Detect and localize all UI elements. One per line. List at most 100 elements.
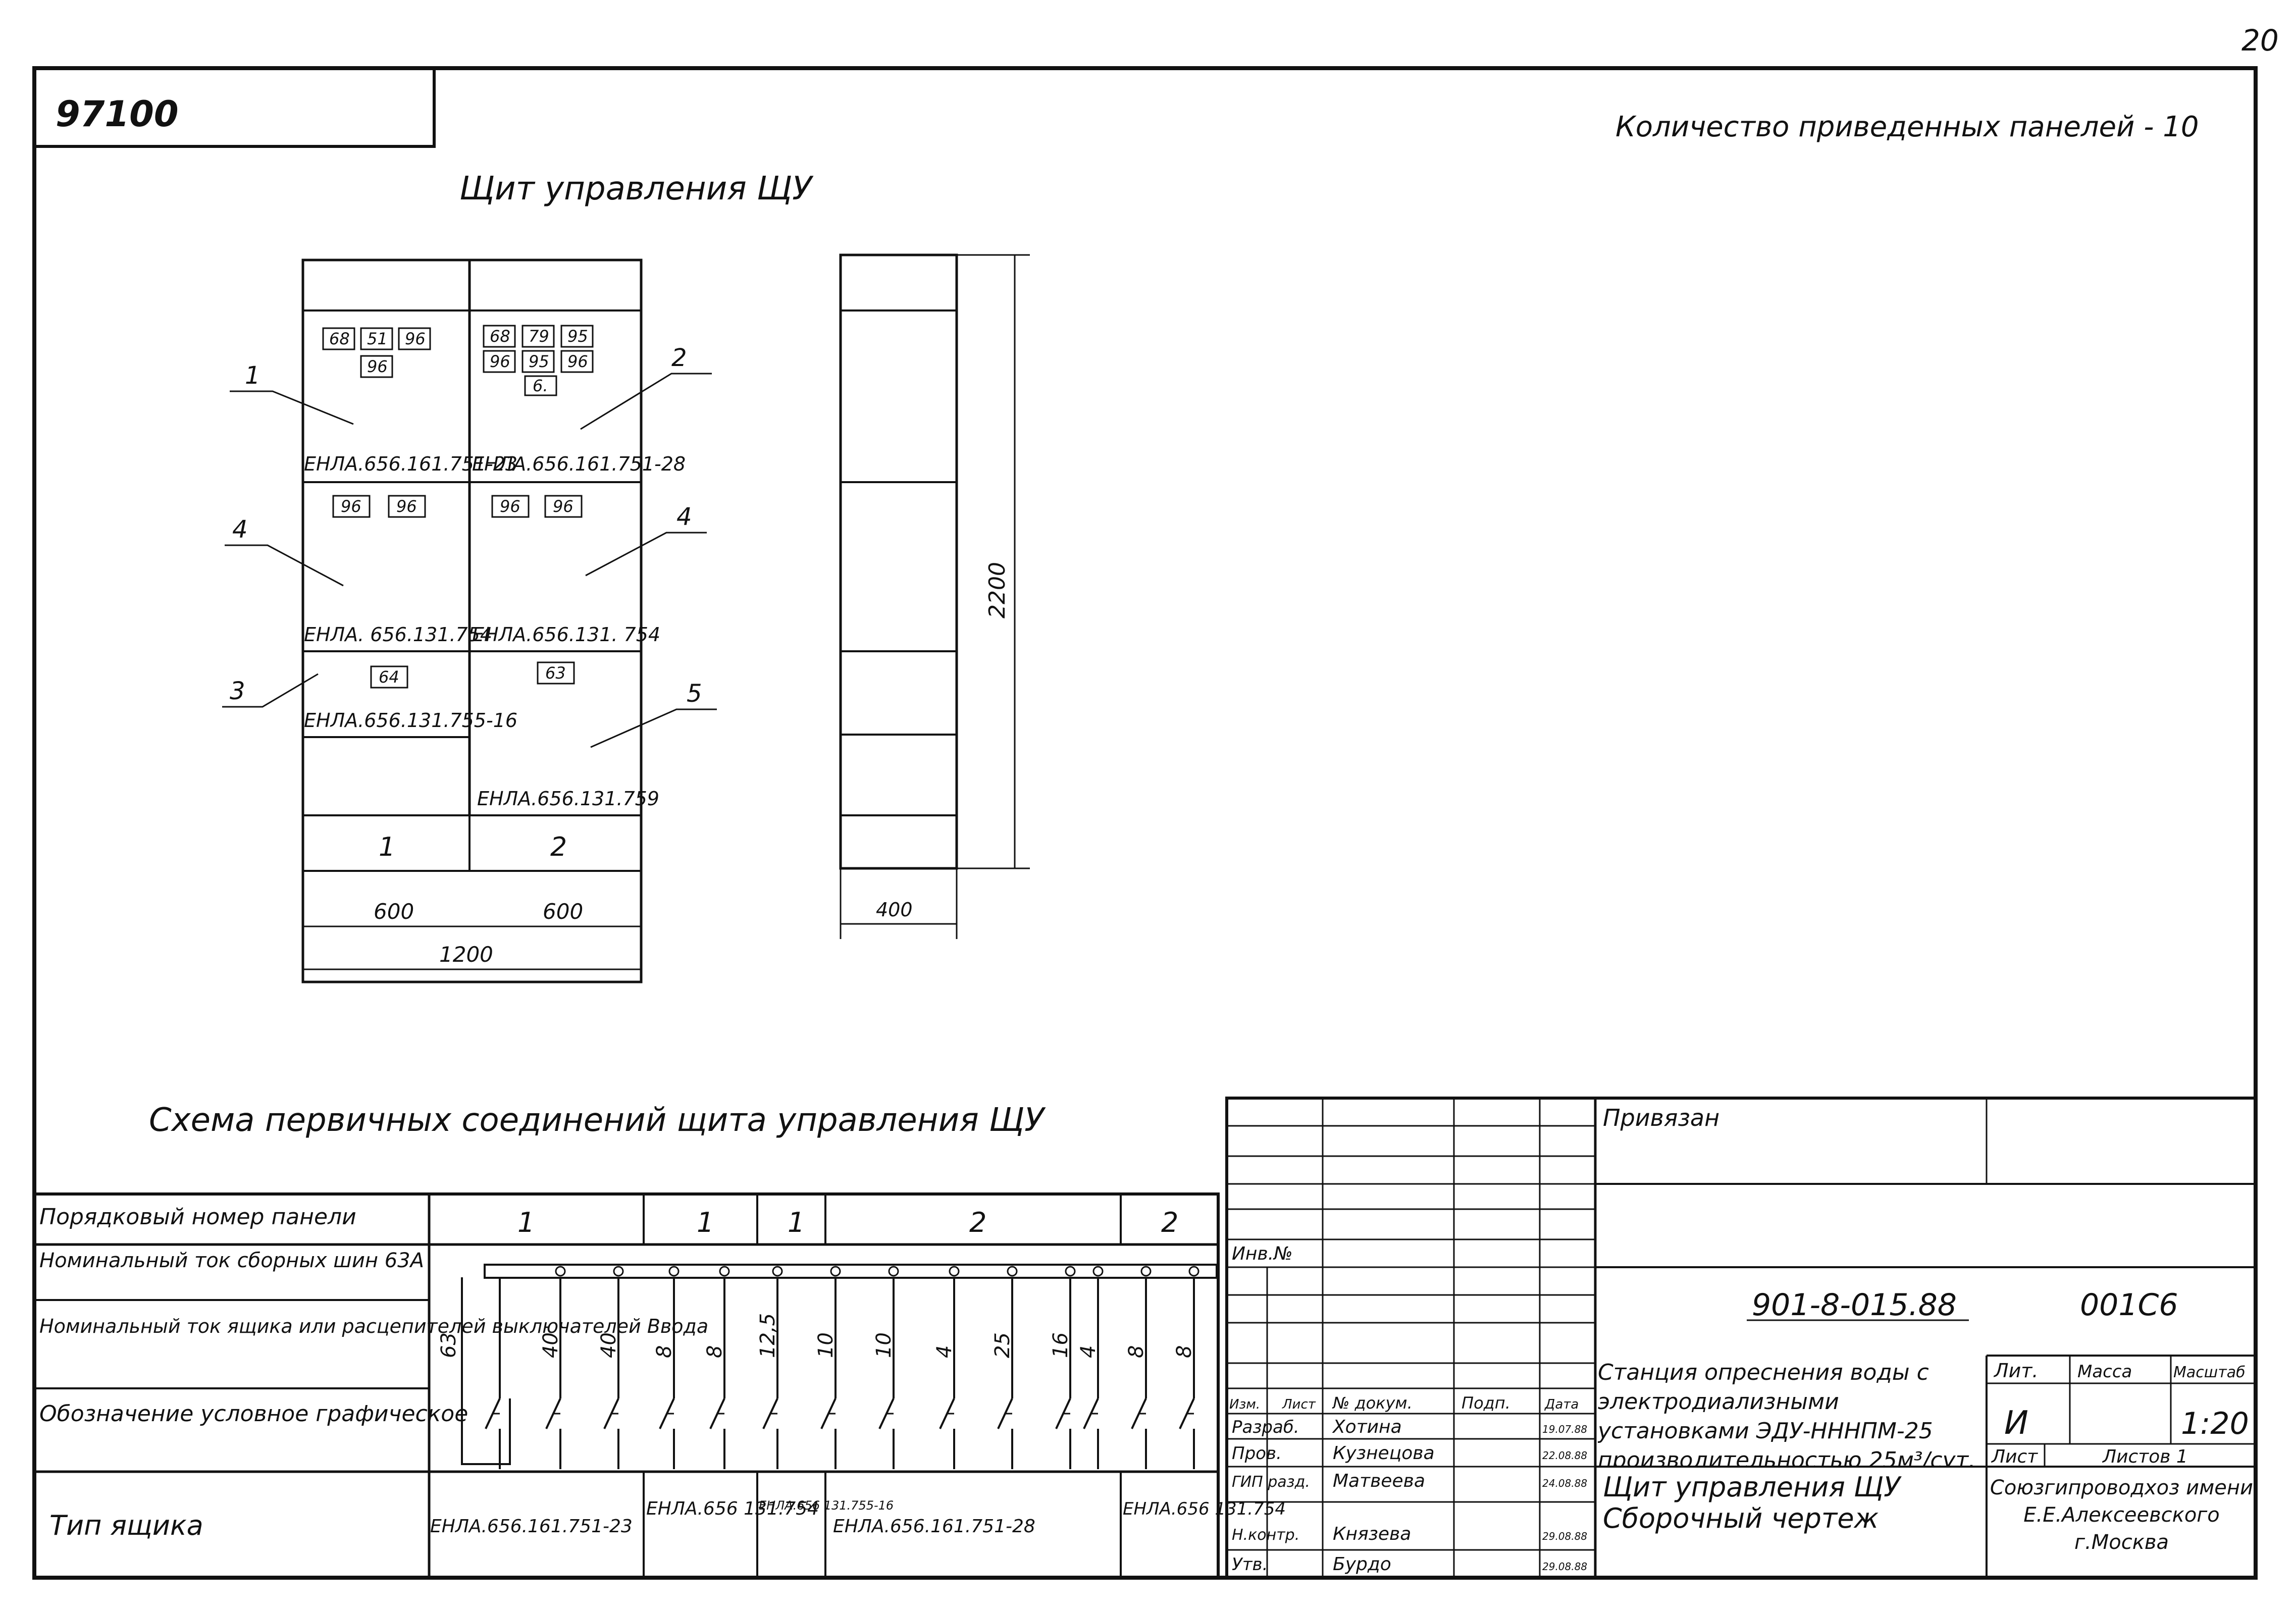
feeder-current-label: 63 [437, 1332, 460, 1358]
organization: Союзгипроводхоз имени Е.Е.Алексеевского … [1990, 1476, 2254, 1554]
svg-text:Хотина: Хотина [1332, 1417, 1402, 1437]
svg-text:Матвеева: Матвеева [1333, 1471, 1425, 1491]
svg-text:96: 96 [396, 497, 417, 516]
title-block [1225, 1097, 2257, 1579]
svg-text:96: 96 [553, 497, 573, 516]
inv-no-label: Инв.№ [1232, 1243, 1293, 1264]
svg-text:96: 96 [500, 497, 520, 516]
panel-count-note: Количество приведенных панелей - 10 [1615, 111, 2199, 143]
svg-text:ЕНЛА.656 131.755-16: ЕНЛА.656 131.755-16 [759, 1498, 894, 1513]
svg-text:600: 600 [374, 899, 414, 924]
svg-text:64: 64 [379, 667, 399, 687]
svg-text:Порядковый номер панели: Порядковый номер панели [39, 1204, 356, 1230]
svg-text:1:20: 1:20 [2181, 1406, 2249, 1441]
svg-text:5: 5 [687, 680, 702, 708]
svg-text:Обозначение условное графическ: Обозначение условное графическое [39, 1401, 468, 1427]
svg-text:Лист: Лист [1991, 1446, 2038, 1467]
feeder-current-label: 10 [872, 1332, 896, 1358]
svg-text:51: 51 [367, 329, 388, 348]
attached-label: Привязан [1603, 1104, 1719, 1131]
front-view [222, 258, 717, 983]
svg-text:Масса: Масса [2077, 1362, 2132, 1382]
side-height-dim: 2200 [984, 562, 1010, 618]
svg-text:Пров.: Пров. [1232, 1443, 1282, 1464]
svg-text:22.08.88: 22.08.88 [1542, 1449, 1587, 1462]
svg-text:И: И [2004, 1405, 2028, 1442]
feeder-current-label: 16 [1049, 1332, 1072, 1358]
svg-text:Бурдо: Бурдо [1333, 1554, 1391, 1575]
svg-text:96: 96 [567, 352, 588, 371]
doc-code: 901-8-015.88 [1752, 1287, 1957, 1323]
svg-text:Кузнецова: Кузнецова [1333, 1443, 1435, 1464]
sheet-code: 001С6 [2080, 1287, 2178, 1323]
page-number: 20 [2241, 23, 2279, 58]
side-depth-dim: 400 [876, 899, 913, 921]
svg-text:Изм.: Изм. [1229, 1397, 1260, 1412]
title-block-text: Привязан Инв.№ 901-8-015.88 001С6 Изм. Л… [1229, 1104, 2254, 1575]
archive-code: 97100 [56, 93, 179, 135]
svg-text:ЕНЛА.656.161.751-28: ЕНЛА.656.161.751-28 [833, 1516, 1035, 1537]
svg-text:1: 1 [379, 832, 395, 862]
svg-text:1: 1 [697, 1207, 714, 1238]
feeder-current-label: 4 [933, 1345, 956, 1358]
svg-text:24.08.88: 24.08.88 [1542, 1477, 1587, 1489]
svg-text:№ докум.: № докум. [1332, 1393, 1413, 1413]
svg-text:29.08.88: 29.08.88 [1542, 1561, 1587, 1573]
svg-text:95: 95 [567, 327, 588, 346]
feeder-current-label: 12,5 [756, 1313, 779, 1358]
svg-text:Лит.: Лит. [1993, 1360, 2039, 1382]
svg-text:95: 95 [529, 352, 549, 371]
svg-text:Разраб.: Разраб. [1232, 1417, 1299, 1437]
feeder-current-label: 8 [653, 1345, 676, 1358]
svg-text:ЕНЛА.656.161.751-23: ЕНЛА.656.161.751-23 [430, 1516, 633, 1537]
schematic-row-labels: Порядковый номер панели Номинальный ток … [39, 1204, 708, 1541]
svg-text:ЕНЛА.656.131. 754: ЕНЛА.656.131. 754 [472, 624, 660, 646]
svg-text:63: 63 [545, 663, 566, 683]
feeder-current-label: 4 [1077, 1345, 1100, 1358]
svg-text:Дата: Дата [1544, 1397, 1579, 1412]
feeder-current-label: 25 [991, 1332, 1014, 1358]
schematic-table [33, 1192, 1220, 1579]
svg-text:Листов 1: Листов 1 [2102, 1446, 2188, 1467]
feeder-current-label: 8 [1125, 1345, 1148, 1358]
side-view [839, 253, 1030, 939]
svg-text:96: 96 [405, 329, 426, 348]
front-view-types: ЕНЛА.656.161.751-23 ЕНЛА.656.161.751-28 … [304, 453, 686, 810]
schematic-title: Схема первичных соединений щита управлен… [149, 1102, 1046, 1139]
feeder-current-label: 40 [597, 1332, 620, 1358]
feeder-current-label: 10 [814, 1332, 838, 1358]
svg-text:96: 96 [367, 357, 388, 376]
svg-text:Тип ящика: Тип ящика [49, 1510, 203, 1541]
schematic-panel-numbers: 1 1 1 2 2 [517, 1207, 1178, 1238]
svg-text:Подп.: Подп. [1462, 1393, 1510, 1413]
project-title: Станция опреснения воды с электродиализн… [1598, 1360, 1976, 1467]
panel-numbers-front: 1 2 [379, 832, 567, 862]
svg-text:1: 1 [788, 1207, 805, 1238]
svg-text:68: 68 [329, 329, 350, 348]
callout-numbers: 1 2 4 4 3 5 [230, 344, 702, 708]
svg-text:4: 4 [232, 515, 248, 544]
svg-text:1: 1 [517, 1207, 535, 1238]
front-dimensions: 600 600 1200 [374, 899, 583, 967]
front-view-title: Щит управления ЩУ [459, 170, 814, 207]
front-view-labels: 68 51 96 96 96 96 64 68 79 95 96 95 96 6… [329, 327, 588, 687]
svg-text:2: 2 [671, 344, 687, 372]
svg-text:ЕНЛА.656.131.755-16: ЕНЛА.656.131.755-16 [304, 709, 517, 732]
svg-text:3: 3 [230, 677, 245, 705]
svg-text:2: 2 [550, 832, 567, 862]
svg-text:Князева: Князева [1333, 1524, 1411, 1544]
svg-text:Лист: Лист [1282, 1397, 1316, 1412]
svg-text:29.08.88: 29.08.88 [1542, 1530, 1587, 1542]
svg-text:2: 2 [969, 1207, 986, 1238]
svg-text:6.: 6. [533, 376, 548, 395]
feeder-current-label: 8 [703, 1345, 726, 1358]
schematic-box-types: ЕНЛА.656.161.751-23 ЕНЛА.656 131.754 ЕНЛ… [430, 1498, 1286, 1537]
svg-text:19.07.88: 19.07.88 [1542, 1423, 1587, 1435]
svg-text:Н.контр.: Н.контр. [1232, 1526, 1299, 1544]
svg-text:ЕНЛА.656.161.751-23: ЕНЛА.656.161.751-23 [304, 453, 517, 475]
svg-text:ЕНЛА.656 131.754: ЕНЛА.656 131.754 [646, 1498, 819, 1519]
svg-text:ЕНЛА. 656.131.754: ЕНЛА. 656.131.754 [304, 624, 492, 646]
drawing-title: Щит управления ЩУ Сборочный чертеж [1603, 1472, 1900, 1534]
svg-text:68: 68 [490, 327, 510, 346]
